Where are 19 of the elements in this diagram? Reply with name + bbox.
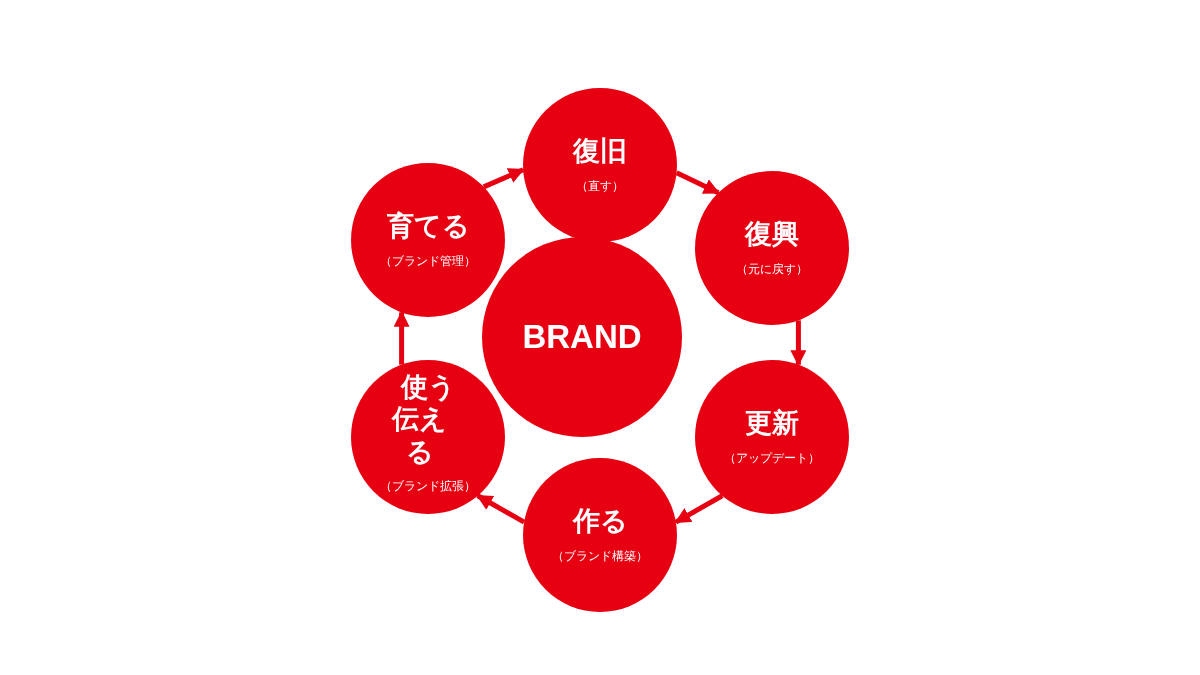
step-title: 復興 (745, 218, 799, 251)
arrow (476, 493, 526, 525)
arrow (482, 167, 525, 190)
step-subtitle: （元に戻す） (736, 260, 808, 278)
step-subtitle: （直す） (576, 177, 624, 195)
step-subtitle: （ブランド拡張） (380, 478, 476, 496)
step-subtitle: （アップデート） (724, 449, 820, 467)
step-title: 更新 (745, 407, 799, 440)
step-title: 作る (572, 505, 628, 538)
step-title: 使う伝える (390, 370, 457, 469)
arrow (790, 320, 807, 367)
step-title: 復旧 (573, 135, 627, 168)
step-subtitle: （ブランド管理） (380, 252, 476, 270)
step-title: 育てる (386, 210, 470, 243)
step-subtitle: （ブランド構築） (552, 547, 648, 565)
arrow (674, 493, 724, 525)
center-label: BRAND (522, 318, 642, 356)
arrow (393, 310, 410, 365)
arrow (675, 170, 720, 196)
